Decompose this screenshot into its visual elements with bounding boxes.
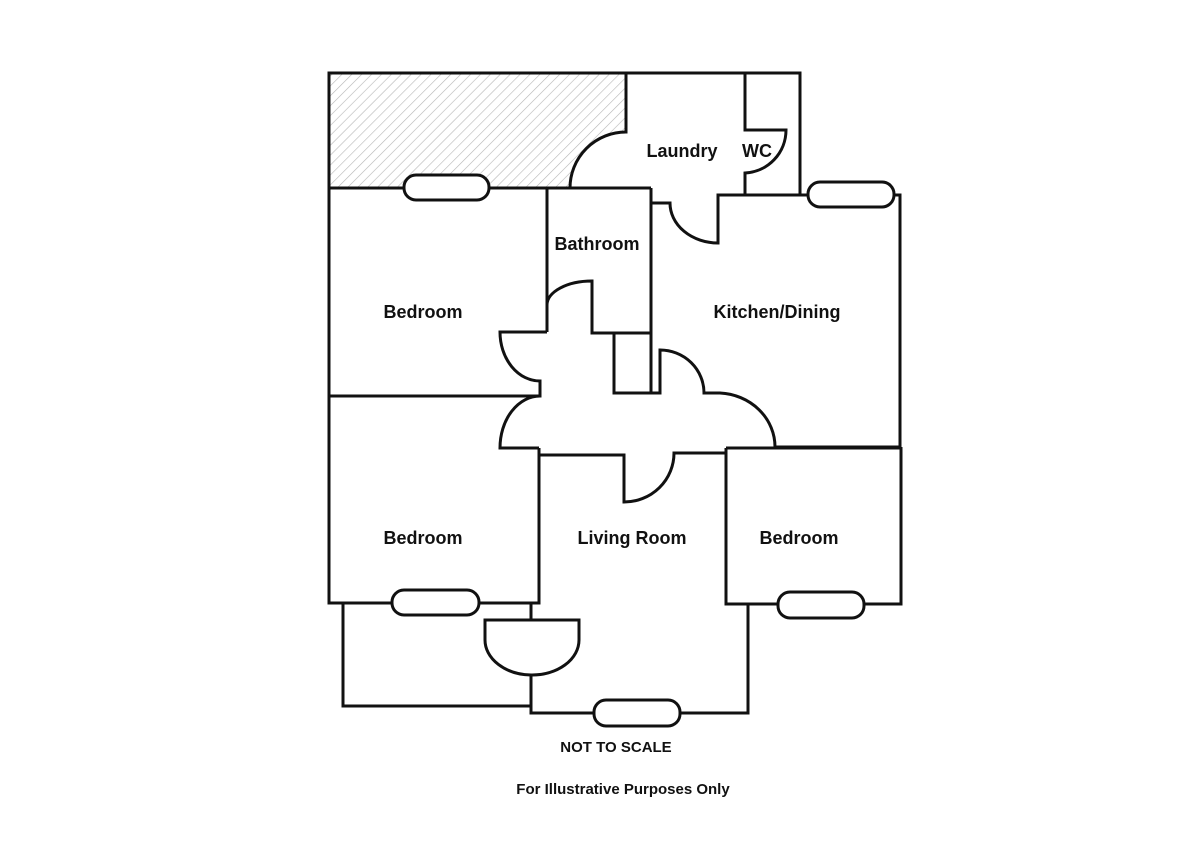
room-label-kitchen-dining: Kitchen/Dining: [714, 302, 841, 322]
room-label-bathroom: Bathroom: [555, 234, 640, 254]
window-bedroom-right: [776, 590, 866, 620]
disclaimer-note: For Illustrative Purposes Only: [516, 781, 730, 798]
hatched-area: [329, 73, 626, 188]
room-label-wc: WC: [742, 141, 772, 161]
room-label-bedroom-3: Bedroom: [759, 528, 838, 548]
not-to-scale-note: NOT TO SCALE: [560, 739, 671, 756]
room-label-living-room: Living Room: [578, 528, 687, 548]
window-kitchen: [806, 180, 896, 209]
window-bedroom-top: [402, 173, 491, 202]
window-living-room: [592, 698, 682, 728]
room-label-bedroom-1: Bedroom: [383, 302, 462, 322]
room-label-laundry: Laundry: [646, 141, 717, 161]
room-label-bedroom-2: Bedroom: [383, 528, 462, 548]
window-bedroom-left: [390, 588, 481, 617]
